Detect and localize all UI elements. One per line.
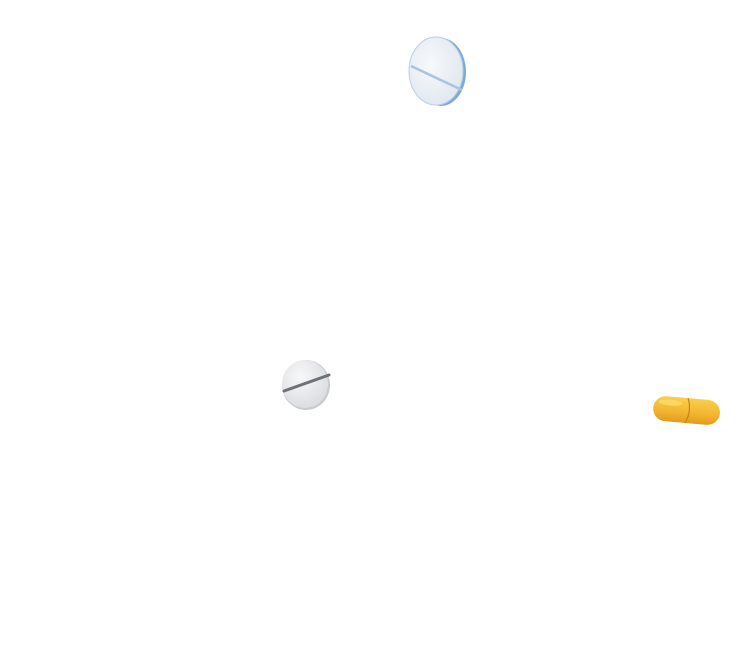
blue-tablet-pill	[408, 36, 466, 106]
capsule-seam	[684, 397, 691, 424]
tablet-score-line	[410, 64, 463, 92]
tablet-face	[408, 36, 464, 106]
yellow-capsule-pill	[653, 396, 720, 425]
tablet-score-line	[282, 373, 331, 393]
white-tablet-pill	[282, 360, 331, 410]
capsule-highlight	[658, 399, 683, 406]
